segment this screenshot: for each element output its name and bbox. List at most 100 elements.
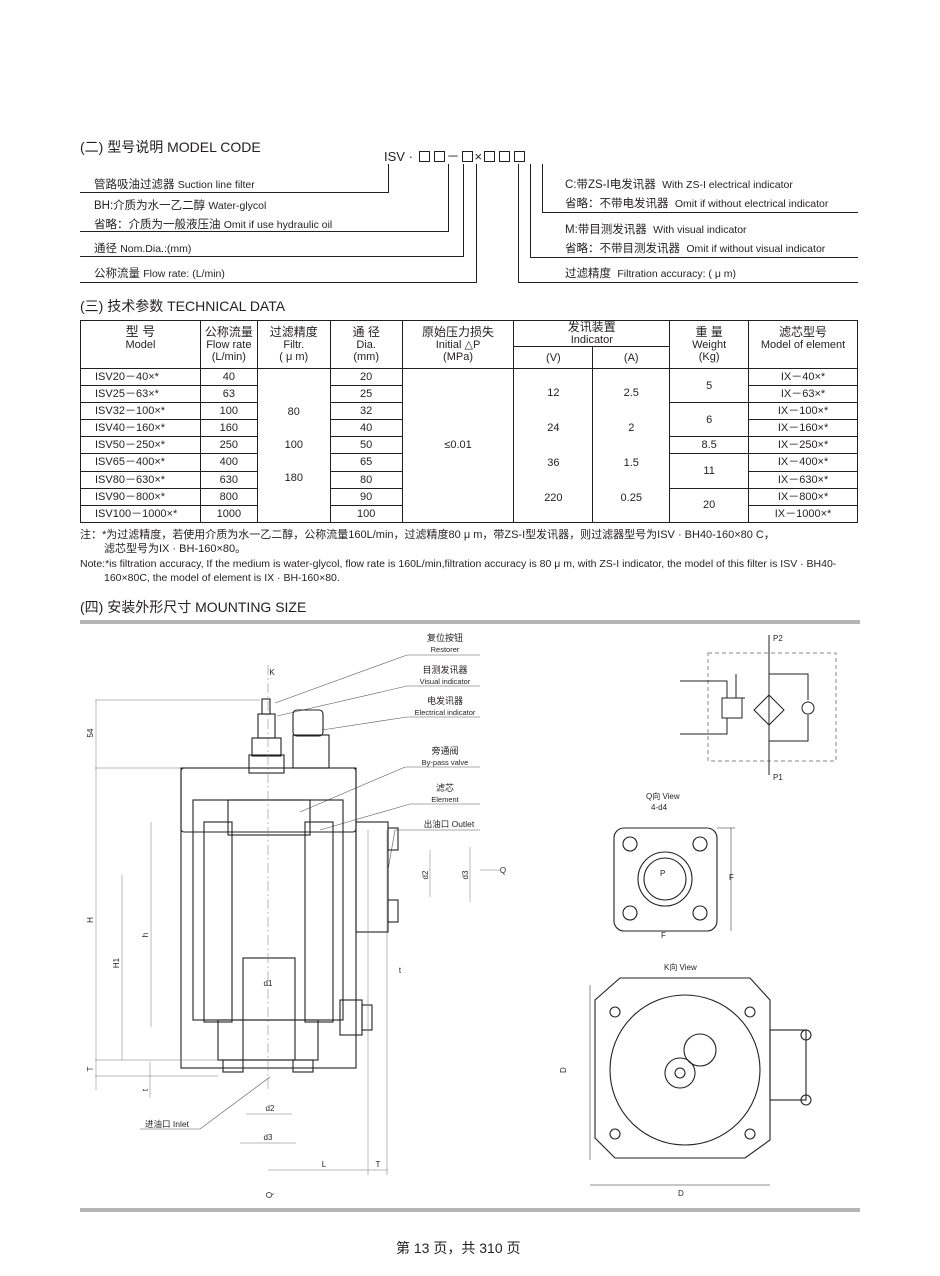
- svg-text:Element: Element: [431, 795, 459, 804]
- cell-flow: 250: [199, 436, 258, 455]
- code-right-2: M:带目测发讯器 With visual indicator: [565, 224, 747, 236]
- cell-model: ISV40－160×*: [80, 419, 201, 438]
- svg-text:L: L: [322, 1160, 327, 1169]
- svg-text:出油口 Outlet: 出油口 Outlet: [424, 819, 475, 829]
- svg-text:旁通阀: 旁通阀: [431, 745, 458, 756]
- cell-dia: 40: [329, 419, 403, 438]
- cell-model: ISV20－40×*: [80, 368, 201, 386]
- svg-text:D: D: [559, 1067, 568, 1073]
- svg-text:P2: P2: [773, 634, 783, 643]
- svg-text:D: D: [678, 1189, 684, 1198]
- model-code-pattern: ISV · －×: [384, 146, 527, 165]
- svg-text:Q: Q: [500, 866, 506, 875]
- cell-element: IX－100×*: [748, 401, 858, 421]
- svg-text:Visual indicator: Visual indicator: [420, 677, 471, 686]
- page-footer: 第 13 页，共 310 页: [396, 1240, 521, 1256]
- svg-text:T: T: [376, 1160, 381, 1169]
- cell-dia: 65: [329, 453, 403, 472]
- cell-weight: 8.5: [669, 436, 750, 455]
- svg-text:By-pass valve: By-pass valve: [422, 758, 469, 767]
- svg-text:d1: d1: [264, 979, 273, 988]
- svg-text:进油口 Inlet: 进油口 Inlet: [145, 1119, 190, 1129]
- svg-text:T: T: [86, 1066, 95, 1071]
- table-row: ISV40－160×*160 40 IX－160×*: [80, 419, 858, 438]
- svg-text:d2: d2: [421, 870, 430, 879]
- code-right-4: 过滤精度 Filtration accuracy: ( μ m): [565, 268, 737, 280]
- code-right-1: 省略：不带电发讯器 Omit if without electrical ind…: [565, 198, 829, 210]
- svg-text:H: H: [86, 917, 95, 923]
- svg-text:d3: d3: [461, 870, 470, 879]
- svg-text:t: t: [141, 1088, 150, 1091]
- cell-flow: 400: [199, 453, 258, 472]
- svg-text:h: h: [141, 933, 150, 937]
- cell-weight: 20: [669, 487, 750, 524]
- cell-model: ISV65－400×*: [80, 453, 201, 472]
- cell-model: ISV90－800×*: [80, 487, 201, 507]
- cell-element: IX－40×*: [748, 368, 858, 386]
- cell-flow: 160: [199, 419, 258, 438]
- cell-dia: 20: [329, 368, 403, 386]
- cell-weight: 11: [669, 453, 750, 489]
- code-right-3: 省略：不带目测发讯器 Omit if without visual indica…: [565, 243, 826, 255]
- callout-restorer-cn: 复位按钮: [427, 632, 463, 643]
- cell-dia: 80: [329, 470, 403, 489]
- svg-text:Q向 View: Q向 View: [646, 791, 680, 801]
- code-left-3: 通径 Nom.Dia.:(mm): [94, 243, 192, 255]
- cell-flow: 100: [199, 401, 258, 421]
- note-en-1: Note:*is filtration accuracy, If the med…: [80, 558, 837, 570]
- svg-text:Restorer: Restorer: [431, 645, 460, 654]
- svg-text:Electrical indicator: Electrical indicator: [415, 708, 476, 717]
- cell-dp: ≤0.01: [401, 368, 515, 523]
- cell-flow: 630: [199, 470, 258, 489]
- note-en-2: 160×80C, the model of element is IX · BH…: [104, 572, 340, 584]
- svg-text:滤芯: 滤芯: [436, 782, 454, 793]
- cell-element: IX－160×*: [748, 419, 858, 438]
- svg-text:P: P: [660, 869, 665, 878]
- svg-text:F: F: [661, 931, 666, 940]
- svg-text:d3: d3: [264, 1133, 273, 1142]
- code-prefix: ISV ·: [384, 149, 413, 164]
- mounting-title: (四) 安装外形尺寸 MOUNTING SIZE: [80, 599, 307, 615]
- cell-element: IX－1000×*: [748, 505, 858, 523]
- cell-element: IX－250×*: [748, 436, 858, 455]
- technical-title: (三) 技术参数 TECHNICAL DATA: [80, 298, 286, 314]
- cell-flow: 800: [199, 487, 258, 507]
- model-code-title: (二) 型号说明 MODEL CODE: [80, 139, 261, 155]
- svg-text:K向 View: K向 View: [664, 962, 697, 972]
- cell-dia: 32: [329, 401, 403, 421]
- code-left-0: 管路吸油过滤器 Suction line filter: [94, 179, 255, 191]
- svg-text:目测发讯器: 目测发讯器: [422, 664, 467, 675]
- cell-flow: 40: [199, 368, 258, 386]
- svg-text:P1: P1: [773, 773, 783, 782]
- svg-text:电发讯器: 电发讯器: [427, 695, 463, 706]
- cell-element: IX－630×*: [748, 470, 858, 489]
- mounting-drawing-panel: 复位按钮 Restorer 目测发讯器 Visual indicator 电发讯…: [80, 620, 860, 1212]
- cell-model: ISV32－100×*: [80, 401, 201, 421]
- svg-text:H1: H1: [112, 957, 121, 968]
- cell-model: ISV25－63×*: [80, 385, 201, 403]
- svg-text:t: t: [399, 966, 402, 975]
- svg-text:F: F: [729, 873, 734, 882]
- svg-text:K: K: [269, 668, 275, 677]
- svg-text:Q: Q: [265, 1192, 274, 1198]
- cell-weight: 5: [669, 368, 750, 403]
- code-right-0: C:带ZS-I电发讯器 With ZS-I electrical indicat…: [565, 179, 793, 191]
- svg-text:4-d4: 4-d4: [651, 803, 668, 812]
- cell-dia: 50: [329, 436, 403, 455]
- cell-flow: 1000: [199, 505, 258, 523]
- note-cn-1: 注：*为过滤精度，若使用介质为水一乙二醇，公称流量160L/min，过滤精度80…: [80, 529, 775, 541]
